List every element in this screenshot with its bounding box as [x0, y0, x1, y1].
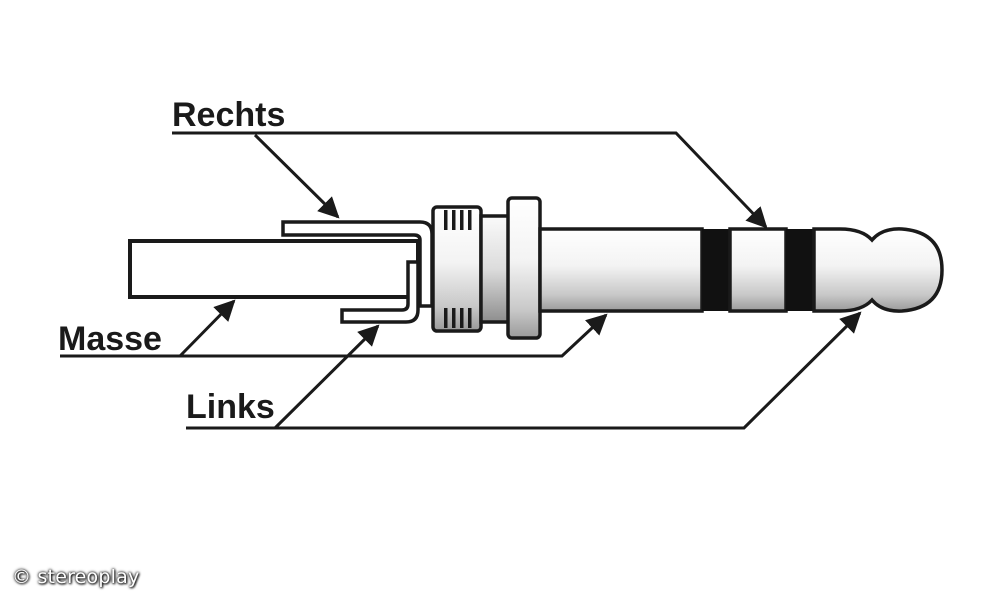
sleeve-contact: [538, 227, 704, 313]
solder-lug-upper: [281, 220, 434, 308]
label-links: Links: [186, 388, 275, 426]
label-masse: Masse: [58, 320, 162, 358]
solder-lug-lower: [340, 260, 420, 324]
masse-leader-sleeve: [60, 313, 608, 358]
collar-neck: [479, 214, 511, 324]
insulator-band-1: [702, 229, 730, 311]
rechts-leader-lug: [253, 133, 340, 219]
insulator-band-2: [786, 229, 814, 311]
threaded-collar: [431, 205, 483, 333]
links-leader-lug: [273, 324, 380, 430]
tip-contact: [812, 227, 944, 313]
plug-body: [128, 239, 420, 299]
collar-thread-marks: [444, 210, 472, 328]
ring-contact: [728, 227, 788, 313]
copyright-credit: © stereoplay: [12, 566, 140, 588]
masse-leader-body: [178, 299, 236, 358]
links-leader-tip: [186, 311, 862, 430]
flange: [506, 196, 542, 340]
rechts-leader-ring: [172, 131, 768, 229]
label-rechts: Rechts: [172, 96, 285, 134]
